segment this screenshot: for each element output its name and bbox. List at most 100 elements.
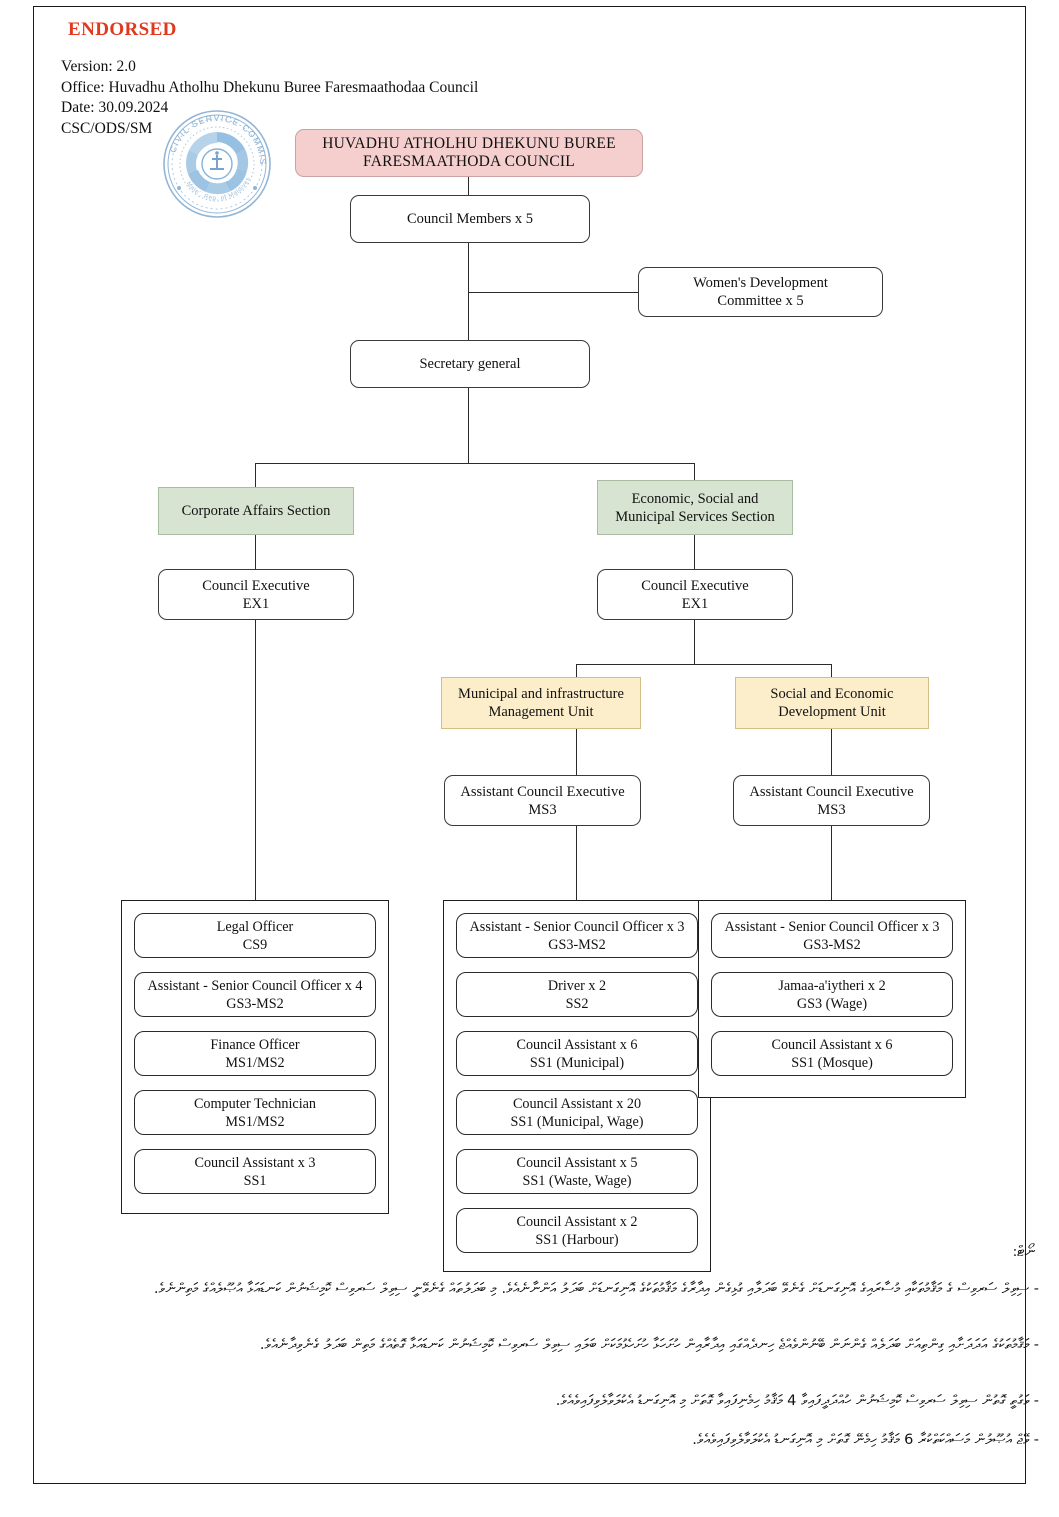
endorsed-stamp-text: ENDORSED bbox=[68, 19, 177, 40]
connector-corporate-to-exec bbox=[255, 535, 257, 569]
node-council-members: Council Members x 5 bbox=[350, 195, 590, 243]
connector-asst-social-to-group bbox=[831, 826, 833, 900]
connector-asst-municipal-to-group bbox=[576, 826, 578, 900]
connector-root-to-members bbox=[468, 177, 470, 195]
position-grade: MS1/MS2 bbox=[225, 1054, 285, 1071]
node-economic-social-municipal-services-section: Economic, Social and Municipal Services … bbox=[597, 480, 793, 535]
position-title: Council Assistant x 20 bbox=[512, 1095, 642, 1112]
position-title: Computer Technician bbox=[193, 1095, 317, 1112]
node-municipal-infrastructure-management-unit: Municipal and infrastructure Management … bbox=[441, 677, 641, 729]
node-assistant-council-executive-municipal: Assistant Council Executive MS3 bbox=[444, 775, 641, 826]
footer-note-3: - ވަގުތީ ގޮތުން ސިވިލް ސަރވިސް ކޮމިޝަނުނ… bbox=[555, 1393, 1039, 1409]
connector-exec-right-down bbox=[694, 620, 696, 664]
node-line-1: Municipal and infrastructure bbox=[458, 686, 624, 702]
position-grade: MS1/MS2 bbox=[225, 1113, 285, 1130]
connector-members-to-wdc bbox=[468, 292, 638, 294]
connector-sg-split bbox=[255, 463, 695, 465]
date-line: Date: 30.09.2024 bbox=[61, 99, 169, 116]
node-line-2: EX1 bbox=[681, 595, 709, 612]
office-line: Office: Huvadhu Atholhu Dhekunu Buree Fa… bbox=[61, 78, 479, 96]
position-title: Council Assistant x 6 bbox=[516, 1036, 638, 1053]
connector-sg-down bbox=[468, 388, 470, 463]
node-line-1: Secretary general bbox=[419, 356, 521, 372]
footer-note-label: ނޯޓް: bbox=[1012, 1244, 1035, 1260]
position-grade: SS1 (Mosque) bbox=[791, 1054, 873, 1071]
reference-line: CSC/ODS/SM bbox=[61, 119, 153, 137]
connector-to-economic-section bbox=[694, 463, 696, 480]
position-grade: GS3-MS2 bbox=[548, 936, 606, 953]
position-grade: SS2 bbox=[565, 995, 589, 1012]
node-line-2: Committee x 5 bbox=[717, 293, 804, 309]
position-title: Council Assistant x 6 bbox=[771, 1036, 893, 1053]
position-title: Finance Officer bbox=[210, 1036, 300, 1053]
node-line-1: Women's Development bbox=[693, 275, 828, 291]
node-line-1: Corporate Affairs Section bbox=[181, 503, 331, 519]
node-line-1: Assistant Council Executive bbox=[460, 783, 625, 800]
node-line-1: HUVADHU ATHOLHU DHEKUNU BUREE bbox=[322, 135, 616, 152]
node-line-2: Development Unit bbox=[778, 704, 886, 720]
position-title: Council Assistant x 5 bbox=[516, 1154, 638, 1171]
node-line-1: Assistant Council Executive bbox=[749, 783, 914, 800]
version-line: Version: 2.0 bbox=[61, 58, 136, 75]
position-grade: GS3-MS2 bbox=[803, 936, 861, 953]
civil-service-commission-seal-icon: CIVIL SERVICE COMMISSION Male', Rep. of … bbox=[161, 108, 271, 218]
connector-to-municipal-unit bbox=[576, 664, 578, 677]
position-grade: SS1 (Municipal) bbox=[529, 1054, 625, 1071]
node-line-1: Council Members x 5 bbox=[406, 211, 534, 227]
connector-to-social-unit bbox=[831, 664, 833, 677]
position-grade: SS1 bbox=[243, 1172, 267, 1189]
position-grade: CS9 bbox=[242, 936, 268, 953]
position-grade: GS3 (Wage) bbox=[796, 995, 868, 1012]
position-grade: GS3-MS2 bbox=[226, 995, 284, 1012]
node-council-executive-right: Council Executive EX1 bbox=[597, 569, 793, 620]
node-corporate-affairs-section: Corporate Affairs Section bbox=[158, 487, 354, 535]
node-line-1: Economic, Social and bbox=[631, 490, 759, 507]
connector-members-to-sg bbox=[468, 243, 470, 340]
position-title: Assistant - Senior Council Officer x 4 bbox=[147, 977, 363, 994]
node-root-council: HUVADHU ATHOLHU DHEKUNU BUREE FARESMAATH… bbox=[295, 129, 643, 177]
position-title: Jamaa-a'iytheri x 2 bbox=[778, 977, 886, 994]
position-title: Driver x 2 bbox=[547, 977, 607, 994]
node-line-1: Council Executive bbox=[202, 577, 310, 594]
position-grade: SS1 (Harbour) bbox=[535, 1231, 619, 1248]
connector-social-unit-to-asst bbox=[831, 729, 833, 775]
connector-exec-left-to-group bbox=[255, 620, 257, 900]
document-metadata: Version: 2.0 Office: Huvadhu Atholhu Dhe… bbox=[61, 57, 478, 139]
node-line-2: Municipal Services Section bbox=[615, 508, 775, 525]
footer-note-2: - މަޤާމުތަކުގެ އަދަދަށާއި ގިންތިއަށް ބަދ… bbox=[259, 1337, 1039, 1353]
position-title: Assistant - Senior Council Officer x 3 bbox=[469, 918, 685, 935]
position-title: Legal Officer bbox=[216, 918, 294, 935]
node-line-2: MS3 bbox=[817, 801, 846, 818]
position-title: Council Assistant x 3 bbox=[194, 1154, 316, 1171]
node-assistant-council-executive-social: Assistant Council Executive MS3 bbox=[733, 775, 930, 826]
footer-note-4: - ވޭޖް އުޞޫލުން މަސައްކަތްކުރާ 6 މަޤާމު … bbox=[692, 1432, 1039, 1448]
connector-municipal-unit-to-asst bbox=[576, 729, 578, 775]
connector-exec-right-split bbox=[576, 664, 832, 666]
position-grade: SS1 (Municipal, Wage) bbox=[510, 1113, 644, 1130]
footer-note-1: - ސިވިލް ސަރވިސް ގެ މަޤާމުތަކާއި މުސާރައ… bbox=[153, 1281, 1039, 1297]
node-council-executive-left: Council Executive EX1 bbox=[158, 569, 354, 620]
node-line-2: FARESMAATHODA COUNCIL bbox=[363, 153, 575, 170]
node-line-2: EX1 bbox=[242, 595, 270, 612]
position-title: Council Assistant x 2 bbox=[516, 1213, 638, 1230]
node-social-economic-development-unit: Social and Economic Development Unit bbox=[735, 677, 929, 729]
document-page: ENDORSED Version: 2.0 Office: Huvadhu At… bbox=[33, 6, 1026, 1484]
node-womens-development-committee: Women's Development Committee x 5 bbox=[638, 267, 883, 317]
node-line-1: Social and Economic bbox=[770, 686, 894, 702]
node-line-2: Management Unit bbox=[488, 704, 594, 720]
